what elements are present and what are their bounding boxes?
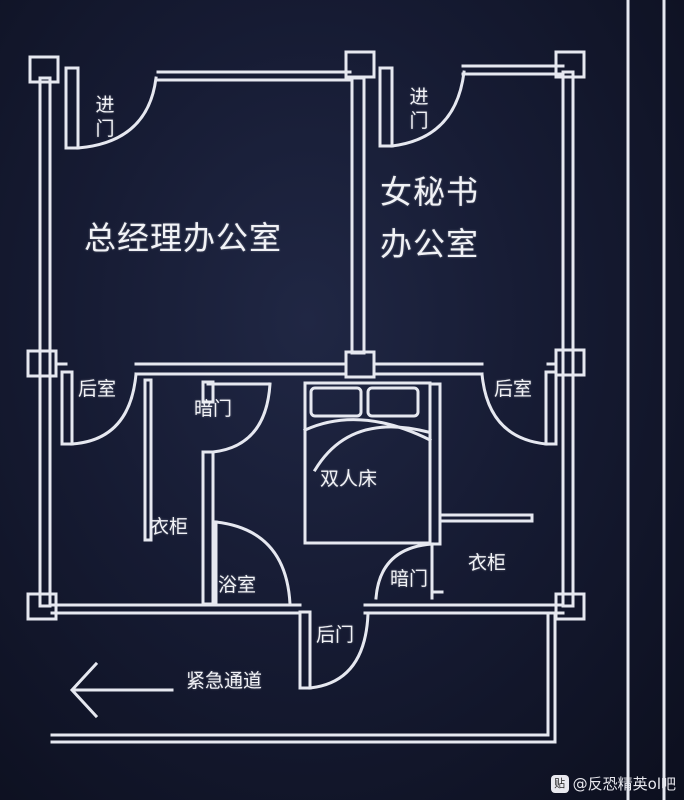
wall-inner-left — [201, 380, 215, 606]
label-wardrobe-right: 衣柜 — [468, 552, 507, 574]
label-entrance-right: 进门 — [409, 86, 429, 132]
back-room-door-left — [60, 370, 138, 446]
label-hidden-door-bottom: 暗门 — [390, 568, 429, 590]
double-bed — [303, 381, 433, 545]
label-gm-office: 总经理办公室 — [84, 219, 283, 257]
label-back-room-right: 后室 — [494, 378, 533, 400]
column — [344, 350, 376, 379]
wall-middle-horizontal — [54, 362, 558, 376]
edge-frame-lines — [626, 0, 666, 800]
column — [554, 348, 586, 377]
column — [26, 592, 58, 621]
wall-left-outer — [38, 76, 52, 608]
entrance-door-right — [378, 66, 466, 148]
wall-inner-right — [428, 382, 442, 546]
label-back-room-left: 后室 — [78, 378, 117, 400]
back-door — [298, 610, 370, 690]
tieba-icon: 贴 — [550, 774, 569, 793]
hidden-door-bottom — [374, 542, 444, 600]
column — [26, 349, 58, 378]
back-room-door-right — [480, 370, 558, 446]
column — [554, 592, 586, 621]
wardrobe-right — [438, 513, 534, 523]
label-hidden-door-top: 暗门 — [194, 398, 233, 420]
label-secretary-office-line2: 办公室 — [380, 225, 480, 263]
hidden-door-top — [206, 382, 272, 454]
wardrobe-left — [143, 378, 153, 542]
emergency-corridor — [50, 614, 557, 744]
label-bathroom: 浴室 — [218, 574, 257, 596]
bathroom-door — [214, 520, 292, 606]
label-double-bed: 双人床 — [320, 468, 378, 490]
watermark: 贴 @反恐精英ol吧 — [550, 773, 676, 794]
label-back-door: 后门 — [316, 624, 355, 646]
label-wardrobe-left: 衣柜 — [150, 516, 189, 538]
wall-office-divider — [350, 76, 366, 355]
label-entrance-left: 进门 — [95, 94, 115, 140]
label-secretary-office-line1: 女秘书 — [380, 173, 480, 211]
outer-walls — [38, 64, 575, 615]
column — [28, 55, 60, 84]
entrance-door-left — [64, 66, 158, 150]
left-arrow-icon — [69, 661, 174, 719]
label-emergency-exit: 紧急通道 — [186, 670, 263, 692]
watermark-text: @反恐精英ol吧 — [572, 775, 676, 793]
column — [554, 50, 586, 79]
wall-right-outer — [561, 70, 575, 608]
